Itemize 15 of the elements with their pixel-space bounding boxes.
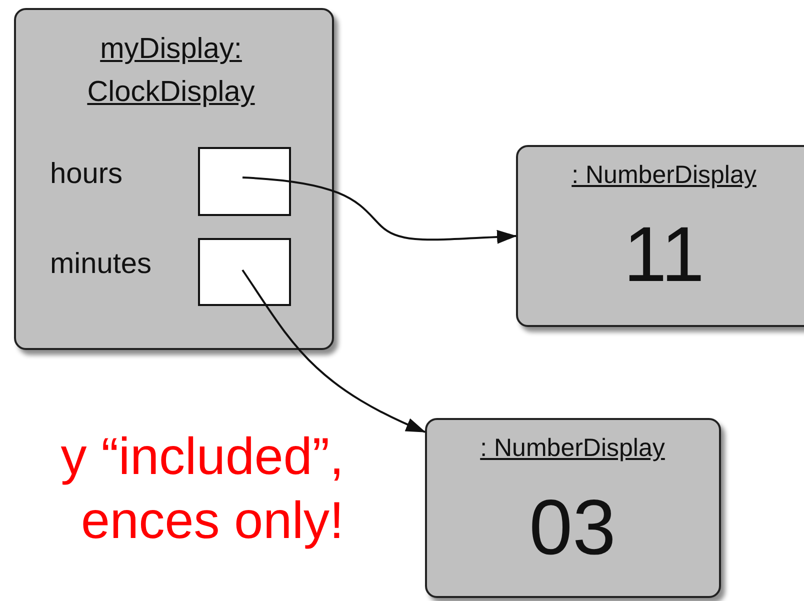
arrow (242, 176, 517, 244)
field-box (198, 147, 291, 216)
field-value: 11 (622, 209, 706, 300)
note-text: y “included”, ences only! (60, 427, 344, 552)
object-name: : NumberDisplay (479, 434, 666, 463)
field-name: minutes (50, 248, 152, 281)
field-name: hours (50, 158, 123, 191)
object-box (14, 8, 334, 350)
object-box (516, 145, 804, 327)
object-name: : NumberDisplay (570, 161, 758, 190)
arrow (242, 269, 426, 433)
field-value: 03 (528, 482, 617, 573)
object-name: myDisplay: ClockDisplay (86, 32, 256, 110)
field-box (198, 238, 291, 306)
object-box (425, 418, 721, 598)
